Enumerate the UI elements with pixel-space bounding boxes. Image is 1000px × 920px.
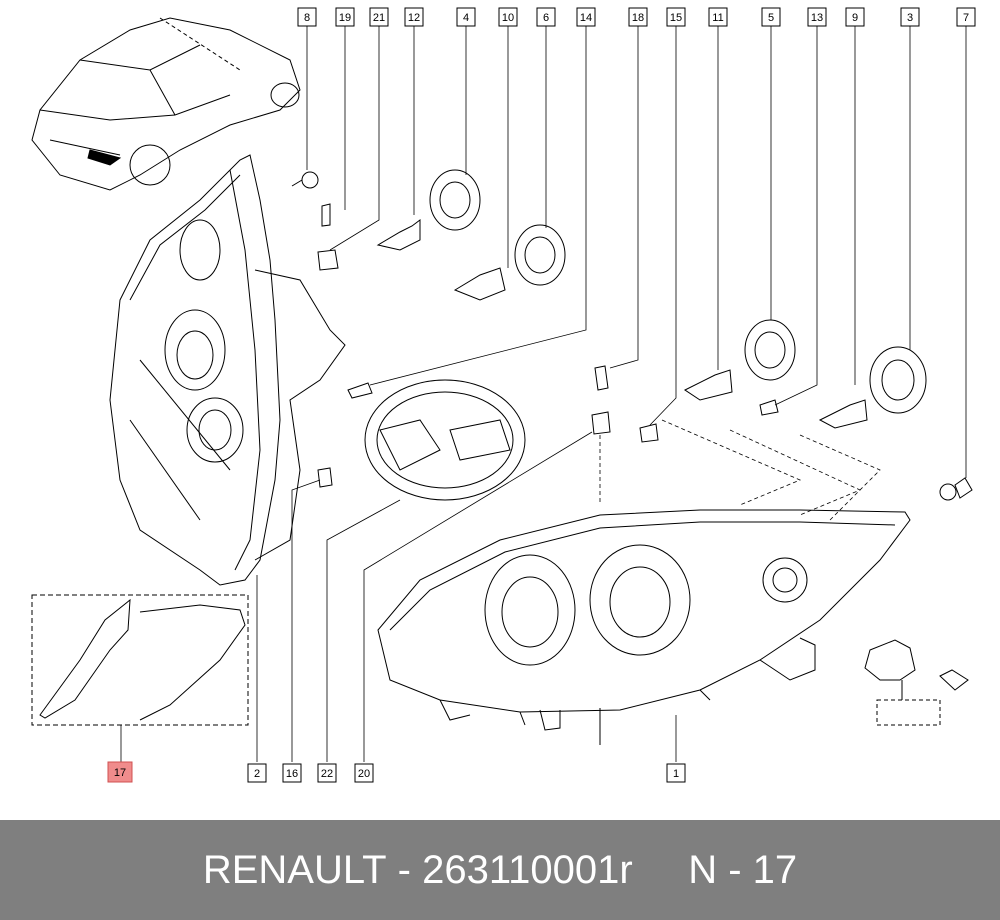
callout-8: 8 xyxy=(297,7,317,27)
callout-20: 20 xyxy=(354,763,374,783)
svg-text:1: 1 xyxy=(673,768,679,780)
svg-text:20: 20 xyxy=(358,768,370,780)
svg-text:15: 15 xyxy=(670,12,682,24)
headlamp-exploded-diagram: 8 19 21 12 4 10 6 14 18 15 11 5 13 9 3 7… xyxy=(31,7,976,783)
part-17-inset xyxy=(31,594,249,726)
svg-text:2: 2 xyxy=(254,768,260,780)
svg-text:8: 8 xyxy=(304,12,310,24)
callout-15: 15 xyxy=(666,7,686,27)
separator: - xyxy=(386,847,423,892)
part-info-footer: RENAULT - 263110001r N - 17 xyxy=(0,820,1000,920)
svg-text:5: 5 xyxy=(768,12,774,24)
callout-12: 12 xyxy=(404,7,424,27)
svg-text:6: 6 xyxy=(543,12,549,24)
callout-19: 19 xyxy=(335,7,355,27)
svg-text:11: 11 xyxy=(712,12,723,24)
xenon-module xyxy=(364,379,526,501)
callout-22: 22 xyxy=(317,763,337,783)
svg-text:22: 22 xyxy=(321,768,333,780)
svg-text:10: 10 xyxy=(502,12,514,24)
callout-1: 1 xyxy=(666,763,686,783)
callout-2: 2 xyxy=(247,763,267,783)
svg-text:12: 12 xyxy=(408,12,420,24)
brand-label: RENAULT xyxy=(202,847,387,892)
headlamp-side-view xyxy=(109,154,346,586)
callout-9: 9 xyxy=(845,7,865,27)
svg-text:14: 14 xyxy=(580,12,592,24)
vehicle-illustration xyxy=(31,17,301,191)
callout-7: 7 xyxy=(956,7,976,27)
reference-label: N - 17 xyxy=(688,847,798,892)
callout-13: 13 xyxy=(807,7,827,27)
callout-6: 6 xyxy=(536,7,556,27)
svg-text:17: 17 xyxy=(114,767,126,779)
bulbs-and-caps xyxy=(291,169,973,501)
svg-text:19: 19 xyxy=(339,12,351,24)
callout-3: 3 xyxy=(900,7,920,27)
svg-text:4: 4 xyxy=(463,12,469,24)
svg-text:18: 18 xyxy=(632,12,644,24)
part-number: 263110001r xyxy=(422,847,633,892)
svg-text:9: 9 xyxy=(852,12,858,24)
headlamp-front-view xyxy=(377,509,911,745)
callout-16: 16 xyxy=(282,763,302,783)
side-bulb-detail xyxy=(864,639,969,726)
svg-text:16: 16 xyxy=(286,768,298,780)
svg-text:13: 13 xyxy=(811,12,823,24)
callout-14: 14 xyxy=(576,7,596,27)
leader-lines xyxy=(120,26,967,762)
gap xyxy=(633,848,689,893)
callout-18: 18 xyxy=(628,7,648,27)
callout-5: 5 xyxy=(761,7,781,27)
bottom-callouts: 17 2 16 22 20 1 xyxy=(107,761,686,783)
svg-text:21: 21 xyxy=(373,12,385,24)
svg-text:7: 7 xyxy=(963,12,969,24)
callout-4: 4 xyxy=(456,7,476,27)
callout-11: 11 xyxy=(708,7,728,27)
callout-21: 21 xyxy=(369,7,389,27)
callout-17-highlighted: 17 xyxy=(107,761,133,783)
callout-10: 10 xyxy=(498,7,518,27)
svg-text:3: 3 xyxy=(907,12,913,24)
top-callouts: 8 19 21 12 4 10 6 14 18 15 11 5 13 9 3 7 xyxy=(297,7,976,27)
